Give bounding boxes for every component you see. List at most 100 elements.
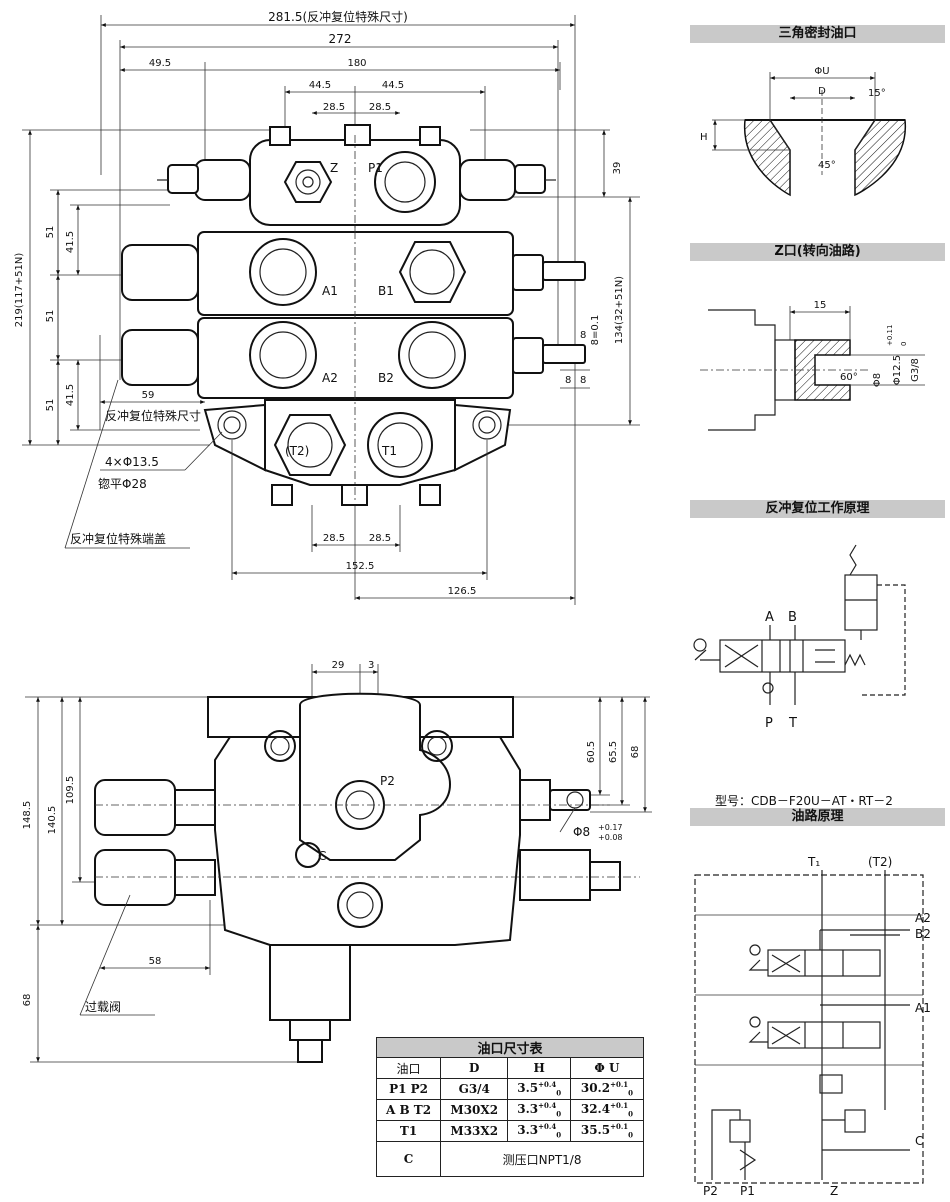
side-left-cap-upper [94,779,176,836]
table-row: A B T2 M30X2 3.3+0.40 32.4+0.10 [375,1099,645,1121]
left-plug [167,164,199,194]
mount-left [203,403,266,472]
side-inlet [299,692,451,861]
side-right-cap-lower [519,849,591,901]
top-boss-right [419,126,441,146]
bottom-boss-left [271,484,293,506]
circuit-c: C [915,1134,923,1148]
side-left-joint-lower [174,859,216,896]
spool-1 [542,261,586,281]
dim-219: 219(117+51N) [14,253,25,328]
dim-49-5: 49.5 [149,58,171,69]
relief-nut [289,1019,331,1041]
dim-68-right: 68 [630,746,641,759]
label-t2: (T2) [285,444,309,458]
circuit-p2: P2 [703,1184,718,1198]
pin-tol-up: +0.17 [598,823,623,832]
label-t1: T1 [381,444,397,458]
dim-41-5b: 41.5 [65,384,76,406]
port-p1 [374,151,436,213]
circuit-p1: P1 [740,1184,755,1198]
z-thread: G3/8 [910,358,921,382]
dim-28-5c: 28.5 [323,533,345,544]
section-1 [197,231,514,316]
dim-51c: 51 [45,399,56,412]
circuit-b2: B2 [915,927,931,941]
seal-right-hatch [854,119,906,197]
dim-140-5: 140.5 [47,806,58,835]
circuit-z: Z [830,1184,838,1198]
relief-housing [269,944,351,1021]
relief-valve-note: 过载阀 [85,1000,121,1014]
seal-port-detail: ΦU D H 15° 45° [700,66,906,197]
circuit-relief-1 [729,1119,751,1143]
bottom-boss-right [419,484,441,506]
z-tol-down: 0 [900,342,908,346]
spool-2 [542,344,586,364]
label-z: Z [330,161,338,175]
note-special: 反冲复位特殊尺寸 [105,408,201,423]
cell-h: 3.3+0.40 [507,1099,571,1121]
table-row: P1 P2 G3/4 3.5+0.40 30.2+0.10 [375,1078,645,1100]
circuit-check [819,1074,843,1094]
port-t1 [367,412,433,478]
seal-angle-15: 15° [868,88,886,99]
z-phi12-5: Φ12.5 [892,355,903,385]
dim-58: 58 [149,956,162,967]
circuit-spool-2 [767,949,881,977]
model-number: 型号：CDB－F20U－AT・RT－2 [715,794,893,808]
dim-65-5: 65.5 [608,741,619,763]
circuit-diagram: T₁ (T2) A2 B2 A1 C [694,855,931,1198]
z-port-title: Z口(转向油路) [690,243,945,261]
z-phi8: Φ8 [872,373,883,387]
dim-109-5: 109.5 [65,776,76,805]
col-u: Φ U [569,1057,645,1079]
side-left-joint-upper [174,789,216,826]
label-b1: B1 [378,284,394,298]
side-right-cap-upper [519,779,551,821]
dim-148-5: 148.5 [22,801,33,830]
dim-180: 180 [347,58,366,69]
dim-29: 29 [332,660,345,671]
circuit-t1: T₁ [807,855,820,869]
seal-phi-u: ΦU [814,66,829,77]
right-plug [514,164,546,194]
dim-126-5: 126.5 [448,586,477,597]
dim-59: 59 [142,390,155,401]
circuit-relief-2 [844,1109,866,1133]
col-d: D [440,1057,509,1079]
seal-angle-45: 45° [818,160,836,171]
cell-port: A B T2 [375,1099,442,1121]
dim-68-bottom: 68 [22,994,33,1007]
dim-44-5b: 44.5 [382,80,404,91]
port-table-title: 油口尺寸表 [376,1037,644,1058]
port-c [295,842,321,868]
dim-51a: 51 [45,226,56,239]
cell-h: 3.5+0.40 [507,1078,571,1100]
table-row: C 测压口NPT1/8 [375,1141,644,1177]
outlet-section [264,399,456,486]
circuit-title: 油路原理 [690,808,945,826]
top-boss-mid [344,124,371,146]
col-h: H [507,1057,571,1079]
cell-h: 3.3+0.40 [507,1120,571,1142]
z-tol-up: +0.11 [886,325,894,346]
holes-note: 4×Φ13.5 [105,455,159,469]
port-a2 [249,321,317,389]
label-a2: A2 [322,371,338,385]
side-left-cap-lower [94,849,176,906]
dim-134: 134(32+51N) [614,276,625,344]
circuit-frame [694,874,924,1184]
dim-8b: 8=0.1 [590,315,601,346]
cell-d: M33X2 [440,1120,509,1142]
spool-symbol [719,639,846,673]
port-a1 [249,238,317,306]
dim-overall: 281.5(反冲复位特殊尺寸) [268,9,408,24]
dim-60-5: 60.5 [586,741,597,763]
cell-d: M30X2 [440,1099,509,1121]
port-z-hex [283,161,333,203]
principle-p: P [765,716,773,731]
port-b2 [398,321,466,389]
label-p1: P1 [368,161,383,175]
